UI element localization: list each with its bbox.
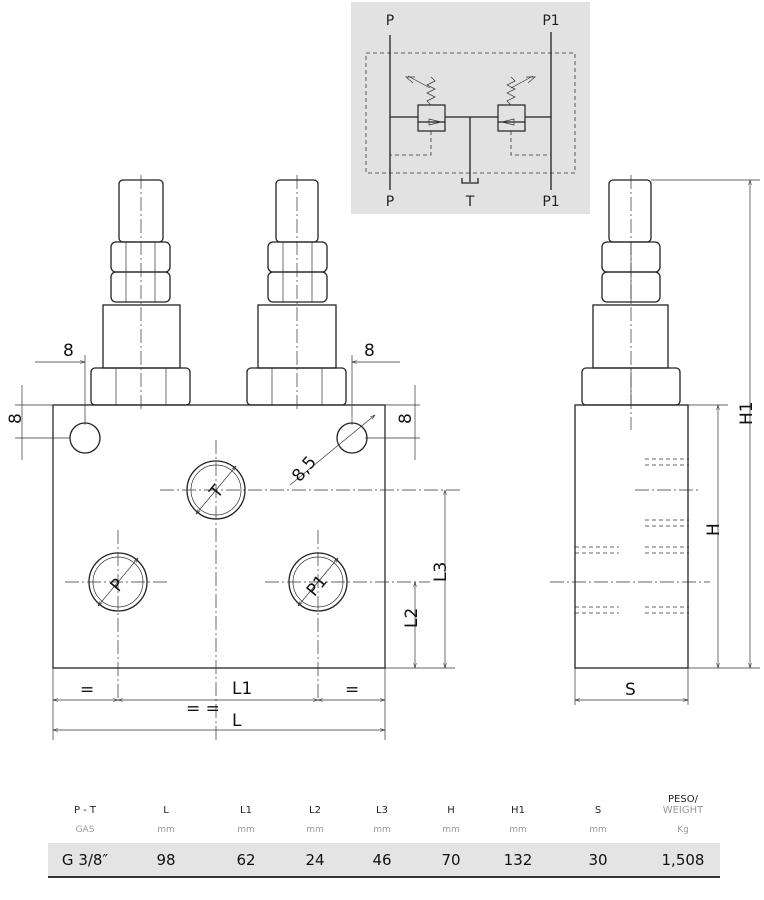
right-cartridge [246,179,347,406]
left-cartridge [90,179,191,406]
table-units-3: mm [306,824,324,835]
port-p1-bottom: P1 [542,194,559,210]
table-headers-8: PESO/ [668,794,698,805]
mount-hole [336,422,368,454]
valve-body [52,404,386,669]
drawing-dims-eq_left: = [80,680,94,700]
drawing-dims-edge_top_right: 8 [396,413,416,424]
hydraulic-schematic: P P1 P T P1 [351,2,590,214]
port-p-bottom: P [386,194,394,210]
table-units-7: mm [589,824,607,835]
table-values-8: 1,508 [646,843,720,878]
drawing-dims-edge_top_left: 8 [6,413,26,424]
mount-hole [69,422,101,454]
table-units-6: mm [509,824,527,835]
port-t-bottom: T [465,194,475,210]
table-headers-4: L3 [376,805,388,816]
drawing-dims-eq_right: = [345,680,359,700]
drawing-dims-L1: L1 [232,679,252,699]
port-p1-label: P1 [303,571,332,600]
table-headers-3: L2 [309,805,321,816]
table-values-2: 62 [210,843,282,878]
table-values-4: 46 [348,843,416,878]
table-headers-5: H [447,805,455,816]
table-header-row: P - T L L1 L2 L3 H H1 S PESO/WEIGHT [48,776,720,816]
table-units-row: GAS mm mm mm mm mm mm mm Kg [48,816,720,843]
specs-table: P - T L L1 L2 L3 H H1 S PESO/WEIGHT GAS mm mm m… [48,776,720,878]
table-headers-2: L1 [240,805,252,816]
drawing-dims-edge_left: 8 [63,341,74,361]
table-headers-7: S [594,805,602,816]
table-units-0: GAS [75,824,95,835]
port-p1-top: P1 [542,13,559,29]
port-p-top: P [386,13,394,29]
drawing-dims-H: H [704,523,724,536]
table-headers-0: P - T [73,805,97,816]
table-units-2: mm [237,824,255,835]
table-headers-1: L [163,805,169,816]
table-units-1: mm [157,824,175,835]
technical-drawing: P P1 P T P1 [6,2,760,740]
drawing-dims-L2: L2 [402,608,422,628]
side-view: H H1 S [550,175,760,705]
hole-dia-label: 8,5 [288,452,321,486]
table-values-7: 30 [550,843,646,878]
drawing-dims-S: S [625,680,636,700]
drawing-dims-L: L [232,711,242,731]
drawing-dims-edge_right: 8 [364,341,375,361]
table-units-8: Kg [677,824,689,835]
port-t-label: T [205,481,228,503]
front-view: T P P1 8,5 8 8 8 8 = = = = L1 L L2 L3 [6,175,460,740]
table-units-4: mm [373,824,391,835]
table-values-5: 70 [416,843,486,878]
table-headers-6: H1 [511,805,525,816]
table-header_weight_sub: WEIGHT [662,805,704,816]
table-values-1: 98 [122,843,210,878]
drawing-dims-L3: L3 [431,562,451,582]
table-values-6: 132 [486,843,550,878]
drawing-dims-H1: H1 [737,401,757,425]
table-values-0: G 3/8″ [48,843,122,878]
table-units-5: mm [442,824,460,835]
table-values-3: 24 [282,843,348,878]
drawing-dims-eq_center: = = [186,699,220,719]
